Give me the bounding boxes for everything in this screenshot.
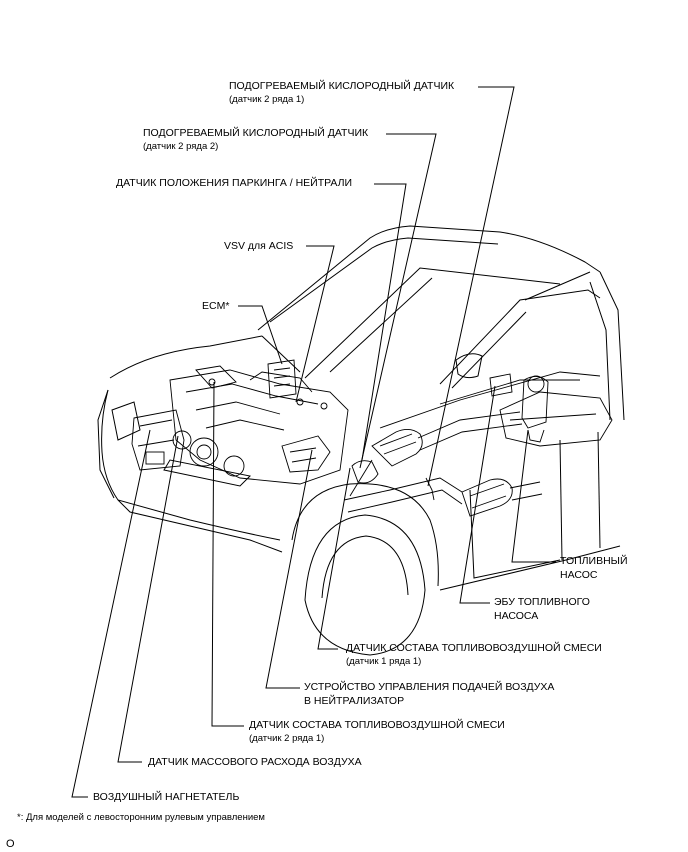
leader-fuel-pump-ecu xyxy=(459,385,496,604)
leader-af-b1 xyxy=(317,467,351,650)
leader-fuel-pump xyxy=(511,429,556,563)
leader-lines xyxy=(71,86,556,798)
label-fuel-pump-line2: НАСОС xyxy=(560,569,598,581)
label-o2-b2s2-sub: (датчик 2 ряда 2) xyxy=(143,141,219,152)
label-air-injection-line2: В НЕЙТРАЛИЗАТОР xyxy=(304,695,405,707)
vehicle-body-outline xyxy=(97,225,625,656)
label-fuel-pump-ecu-line1: ЭБУ ТОПЛИВНОГО xyxy=(494,596,590,608)
label-o2-b2s2-title: ПОДОГРЕВАЕМЫЙ КИСЛОРОДНЫЙ ДАТЧИК xyxy=(143,127,369,139)
engine-assembly xyxy=(131,359,349,485)
figure-code: O xyxy=(6,838,15,850)
leader-vsv xyxy=(295,245,335,403)
label-blower: ВОЗДУШНЫЙ НАГНЕТАТЕЛЬ xyxy=(93,791,240,803)
label-park-neutral: ДАТЧИК ПОЛОЖЕНИЯ ПАРКИНГА / НЕЙТРАЛИ xyxy=(116,177,353,189)
exhaust-and-fuel-system xyxy=(208,371,613,517)
label-maf: ДАТЧИК МАССОВОГО РАСХОДА ВОЗДУХА xyxy=(148,756,362,768)
leader-o2-b2s1 xyxy=(427,86,515,487)
label-fuel-pump-ecu-line2: НАСОСА xyxy=(494,610,539,622)
leader-maf xyxy=(117,435,179,763)
label-air-injection-line1: УСТРОЙСТВО УПРАВЛЕНИЯ ПОДАЧЕЙ ВОЗДУХА xyxy=(304,681,555,693)
leader-af-b2 xyxy=(211,381,244,727)
label-fuel-pump-line1: ТОПЛИВНЫЙ xyxy=(560,555,628,567)
label-o2-b2s1-sub: (датчик 2 ряда 1) xyxy=(229,94,305,105)
label-af-b2-sub: (датчик 2 ряда 1) xyxy=(249,733,325,744)
label-af-b2-title: ДАТЧИК СОСТАВА ТОПЛИВОВОЗДУШНОЙ СМЕСИ xyxy=(249,719,505,731)
leader-park-neutral xyxy=(361,183,407,461)
label-vsv-acis: VSV для ACIS xyxy=(224,240,294,252)
leader-o2-b2s2 xyxy=(359,133,437,469)
label-af-b1-title: ДАТЧИК СОСТАВА ТОПЛИВОВОЗДУШНОЙ СМЕСИ xyxy=(346,642,602,654)
leader-air-injection xyxy=(265,449,313,689)
label-af-b1-sub: (датчик 1 ряда 1) xyxy=(346,656,422,667)
leader-ecm xyxy=(238,305,283,365)
label-ecm: ECM* xyxy=(202,300,230,312)
label-o2-b2s1-title: ПОДОГРЕВАЕМЫЙ КИСЛОРОДНЫЙ ДАТЧИК xyxy=(229,80,455,92)
footnote: *: Для моделей с левосторонним рулевым у… xyxy=(17,812,265,823)
leader-blower xyxy=(71,429,151,798)
